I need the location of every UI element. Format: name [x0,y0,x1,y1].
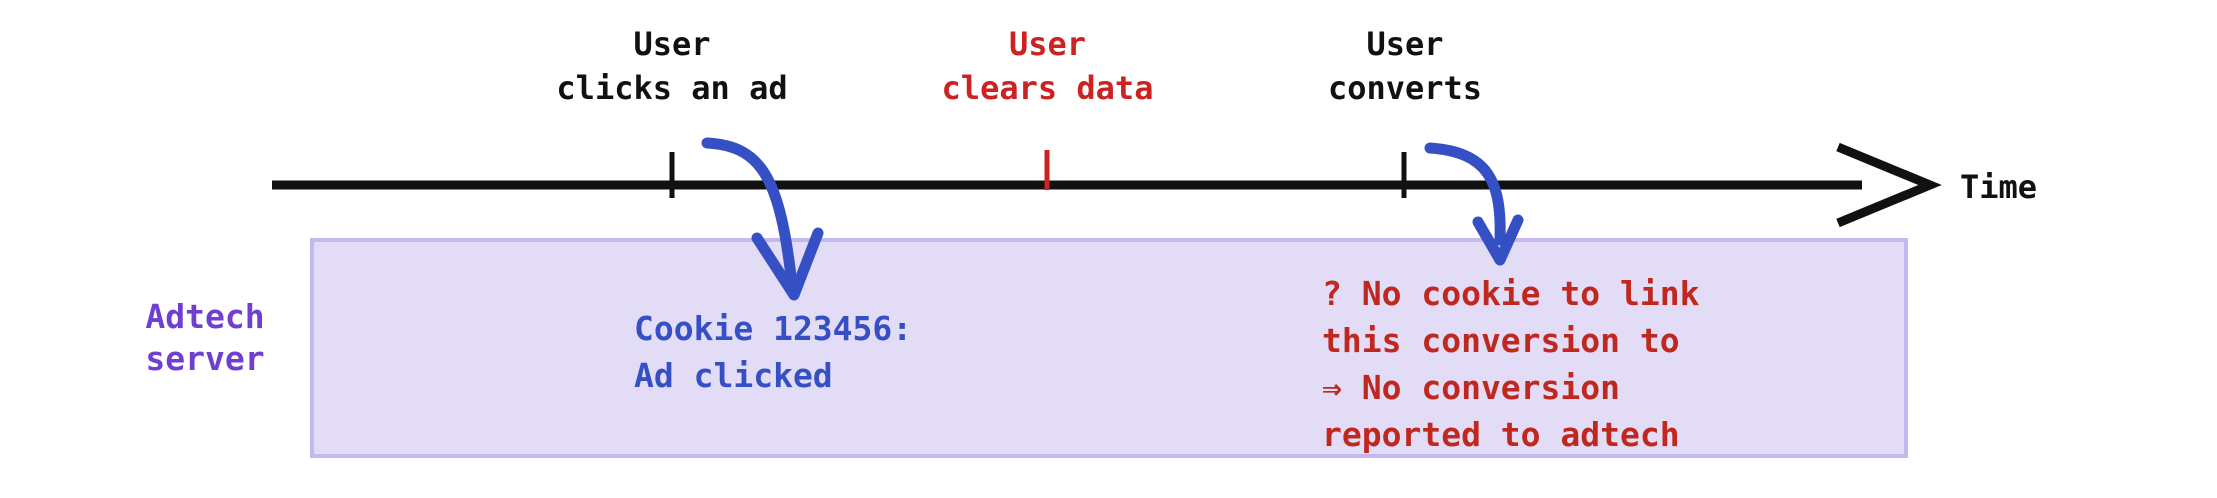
event-label-user-clears-data: User clears data [941,25,1154,107]
conversion-lost-entry: ? No cookie to link this conversion to ⇒… [1322,274,1700,454]
time-axis-arrowhead [1836,142,1942,228]
arrow-convert-to-failure [1424,142,1506,246]
adtech-server-box [310,238,1908,458]
event-label-user-converts: User converts [1327,25,1483,107]
adtech-server-label: Adtech server [145,297,265,378]
time-axis-caption: Time [1960,168,2038,206]
cookie-log-entry: Cookie 123456: Ad clicked [634,309,913,395]
event-label-user-clicks-an-ad: User clicks an ad [556,25,788,107]
